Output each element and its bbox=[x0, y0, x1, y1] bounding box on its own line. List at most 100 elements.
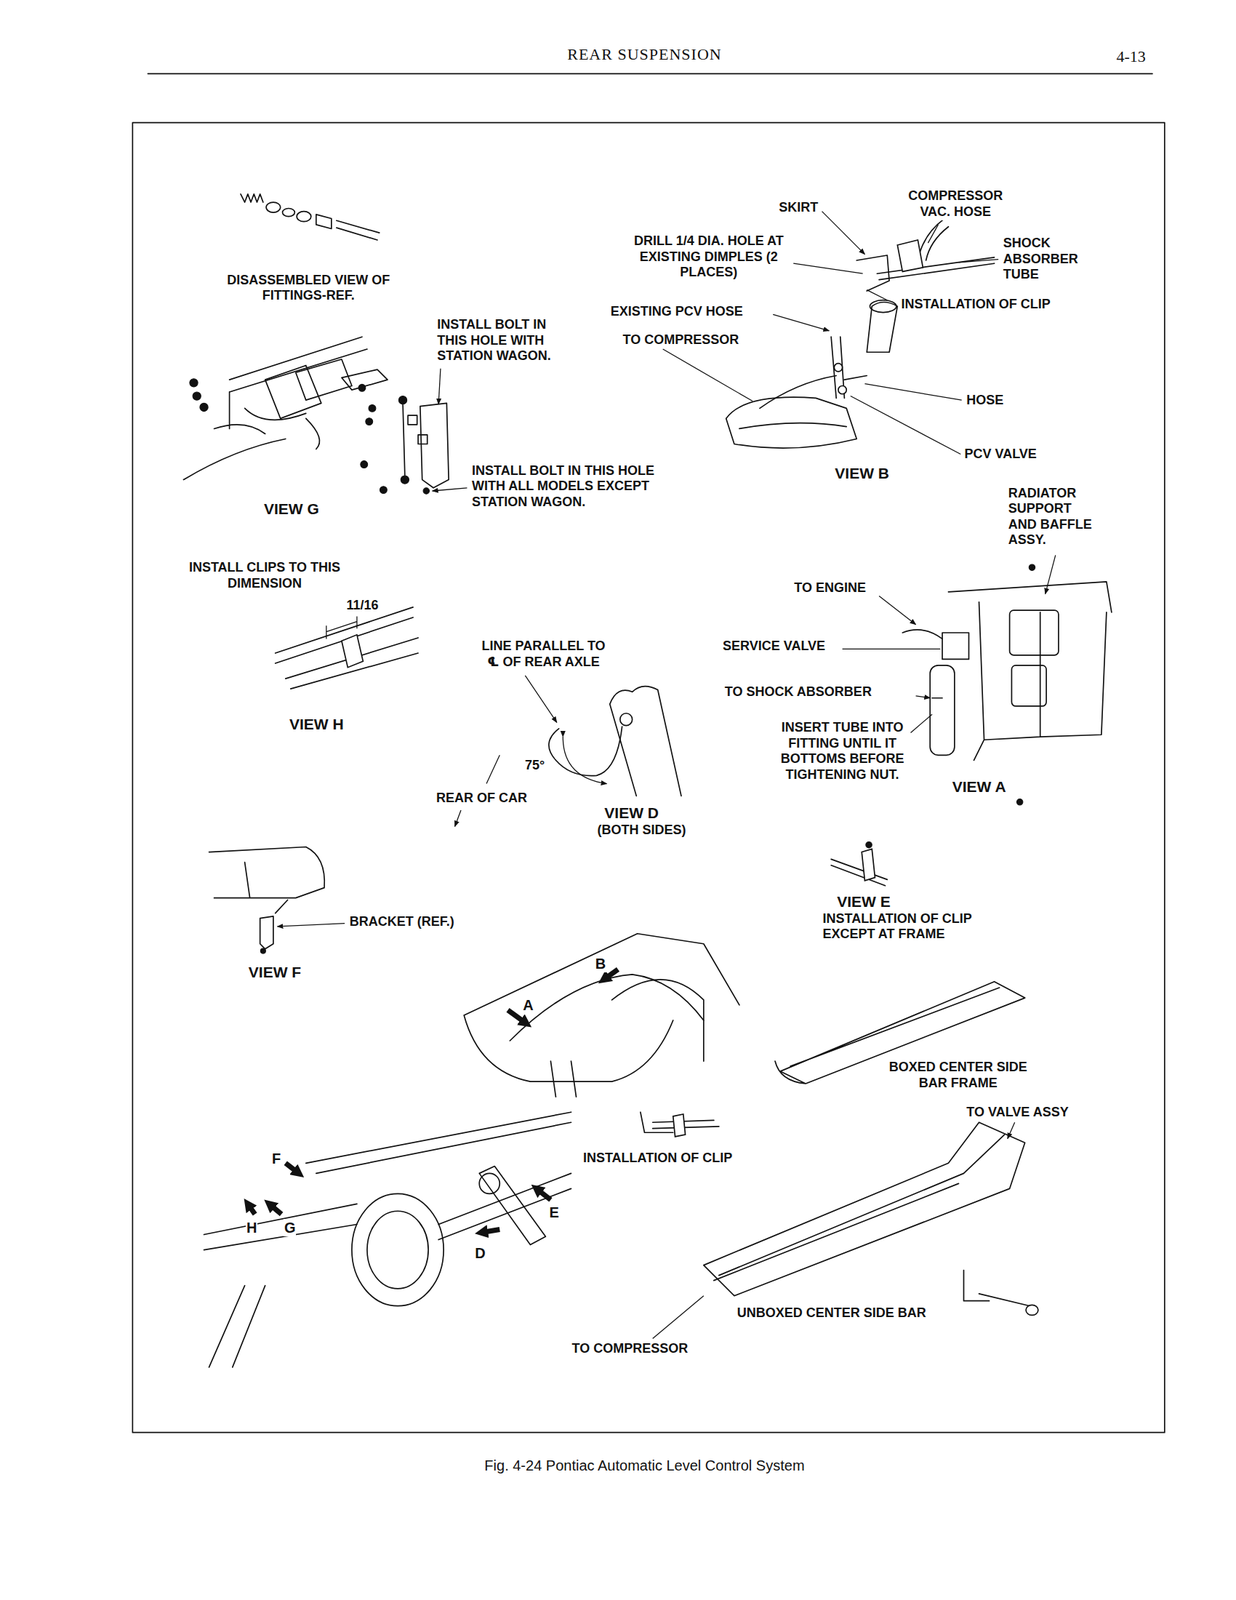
leader-line bbox=[652, 1295, 704, 1339]
ferrule bbox=[282, 207, 296, 216]
shock-absorber bbox=[610, 686, 682, 797]
callout-letter: E bbox=[548, 1203, 560, 1221]
bracket-plate bbox=[265, 364, 322, 419]
page-number: 4-13 bbox=[1115, 47, 1146, 67]
leader-line bbox=[927, 224, 938, 243]
part-label: LINE PARALLEL TO ℄ OF REAR AXLE bbox=[480, 638, 608, 670]
part-label: TO ENGINE bbox=[793, 580, 867, 597]
part-label: RADIATOR SUPPORT AND BAFFLE ASSY. bbox=[1007, 485, 1103, 549]
clip-detail bbox=[963, 1270, 1030, 1306]
view-arrow bbox=[285, 1162, 299, 1173]
snout-opening bbox=[869, 300, 896, 313]
view-label: VIEW D bbox=[603, 803, 660, 822]
leader-line bbox=[772, 314, 829, 331]
service-valve bbox=[942, 632, 969, 659]
part-label: INSTALL BOLT IN THIS HOLE WITH ALL MODEL… bbox=[471, 463, 671, 511]
fitting bbox=[620, 713, 633, 726]
part-label: REAR OF CAR bbox=[435, 790, 528, 807]
bolt bbox=[865, 841, 872, 848]
part-label: EXISTING PCV HOSE bbox=[610, 303, 744, 320]
air-line bbox=[719, 1134, 1005, 1276]
view-b-sketch bbox=[663, 300, 962, 455]
hoses bbox=[902, 629, 943, 698]
tubes bbox=[275, 607, 419, 689]
nut bbox=[260, 948, 266, 954]
part-label: BRACKET (REF.) bbox=[348, 913, 456, 930]
leader-line bbox=[916, 695, 931, 698]
sleeve bbox=[296, 211, 312, 222]
axle-tubes bbox=[204, 1172, 572, 1250]
bolt bbox=[1028, 564, 1035, 571]
tube bbox=[831, 858, 888, 885]
leader-line bbox=[438, 368, 441, 405]
part-label: COMPRESSOR VAC. HOSE bbox=[905, 188, 1006, 220]
spring-seat bbox=[479, 1172, 500, 1194]
link-mark bbox=[407, 415, 418, 425]
view-h-sketch bbox=[275, 607, 419, 689]
vacuum-hose bbox=[917, 219, 949, 261]
leader-line bbox=[879, 595, 916, 624]
figure-caption: Fig. 4-24 Pontiac Automatic Level Contro… bbox=[483, 1456, 805, 1474]
leader-line bbox=[277, 923, 346, 927]
part-label: SERVICE VALVE bbox=[721, 638, 826, 655]
view-e-sketch bbox=[831, 841, 888, 886]
view-f-sketch bbox=[209, 847, 346, 954]
clip bbox=[341, 634, 363, 668]
pcv-valve bbox=[838, 386, 847, 395]
view-label: VIEW H bbox=[288, 714, 345, 733]
tube bbox=[245, 407, 320, 449]
view-arrow bbox=[536, 1188, 552, 1199]
part-label: (BOTH SIDES) bbox=[596, 822, 688, 839]
clip-sketch bbox=[640, 1111, 720, 1137]
rear-axle-sketch bbox=[204, 1111, 572, 1367]
view-label: VIEW B bbox=[833, 463, 890, 483]
part-label: INSTALLATION OF CLIP EXCEPT AT FRAME bbox=[822, 911, 988, 943]
underbody bbox=[463, 933, 740, 1097]
leader-line bbox=[864, 383, 962, 400]
header-rule bbox=[147, 72, 1153, 75]
height-valve bbox=[295, 359, 388, 400]
leader-line bbox=[1007, 1121, 1015, 1138]
callout-letter: D bbox=[474, 1243, 486, 1262]
leader-line bbox=[524, 675, 557, 723]
link-rod bbox=[402, 402, 405, 476]
leader-line bbox=[432, 487, 468, 491]
part-label: SKIRT bbox=[777, 199, 819, 216]
leader-line bbox=[842, 648, 941, 650]
fitting-tube bbox=[316, 214, 380, 240]
bolt bbox=[1016, 799, 1023, 805]
differential bbox=[351, 1193, 444, 1306]
axle-bracket bbox=[420, 402, 449, 488]
view-label: VIEW E bbox=[836, 892, 892, 911]
part-label: TO COMPRESSOR bbox=[622, 332, 741, 349]
part-label: INSTALLATION OF CLIP bbox=[582, 1150, 733, 1167]
clip bbox=[673, 1113, 686, 1137]
nut bbox=[266, 202, 281, 213]
differential-cover bbox=[367, 1210, 429, 1289]
part-label: TO SHOCK ABSORBER bbox=[724, 684, 873, 701]
view-arrow bbox=[481, 1229, 500, 1233]
part-label: INSERT TUBE INTO FITTING UNTIL IT BOTTOM… bbox=[777, 719, 907, 783]
fittings-sketch bbox=[240, 194, 380, 240]
part-label: PCV VALVE bbox=[963, 446, 1037, 463]
skirt-clip-sketch bbox=[793, 211, 999, 301]
part-label: DISASSEMBLED VIEW OF FITTINGS-REF. bbox=[223, 272, 394, 304]
part-label: TO COMPRESSOR bbox=[570, 1340, 689, 1357]
part-label: DRILL 1/4 DIA. HOLE AT EXISTING DIMPLES … bbox=[628, 233, 789, 281]
view-arrow bbox=[247, 1203, 256, 1214]
part-label: INSTALL CLIPS TO THIS DIMENSION bbox=[185, 559, 344, 592]
shock bbox=[479, 1166, 546, 1245]
leader-line bbox=[1045, 554, 1056, 594]
callout-letter: B bbox=[594, 954, 607, 973]
leader-line bbox=[663, 348, 753, 402]
radiator-support bbox=[948, 581, 1111, 760]
bolts bbox=[189, 378, 430, 494]
leader-line bbox=[793, 263, 863, 274]
leader-line bbox=[911, 713, 933, 733]
pcv-hose bbox=[831, 336, 867, 398]
frame-rail bbox=[703, 1121, 1026, 1295]
callout-letter: H bbox=[245, 1218, 258, 1236]
baffle-opening bbox=[1011, 665, 1047, 706]
link-mark bbox=[418, 434, 428, 445]
